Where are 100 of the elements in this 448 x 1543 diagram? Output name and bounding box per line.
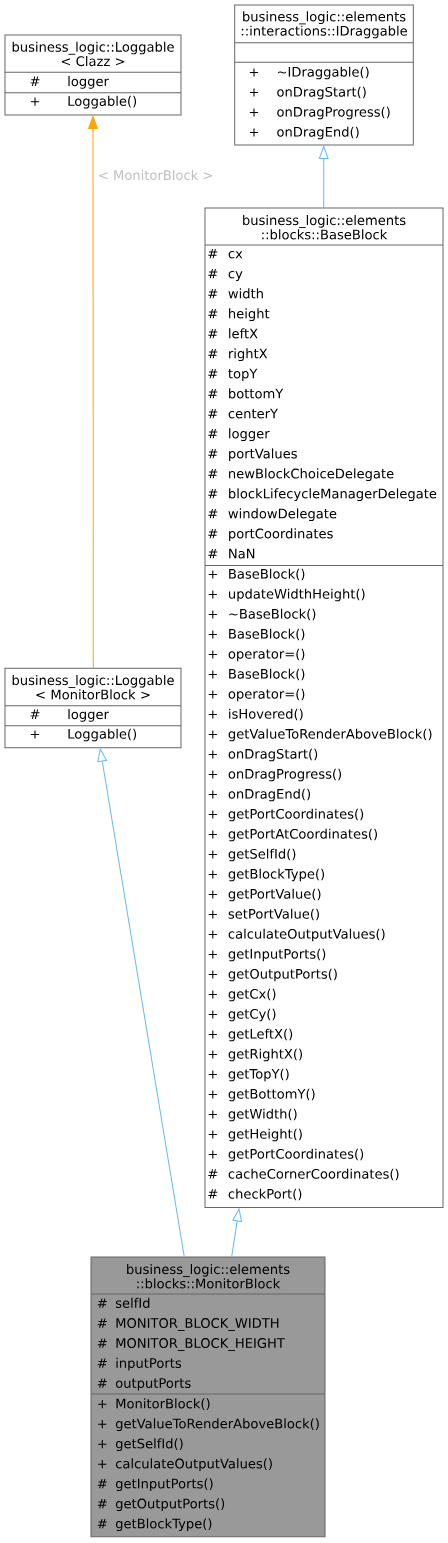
method-name: cacheCornerCoordinates() bbox=[228, 1168, 399, 1181]
method-name: getBlockType() bbox=[115, 1518, 212, 1532]
attribute-name: MONITOR_BLOCK_WIDTH bbox=[116, 1318, 279, 1331]
attribute-name: logger bbox=[229, 428, 270, 442]
method-name: ~BaseBlock() bbox=[229, 608, 316, 621]
visibility-symbol: # bbox=[97, 1518, 107, 1529]
visibility-symbol: # bbox=[208, 428, 218, 439]
visibility-symbol: + bbox=[208, 1050, 217, 1059]
attribute-name: height bbox=[229, 308, 270, 322]
attribute-name: NaN bbox=[229, 548, 255, 559]
class-box bbox=[204, 207, 444, 1208]
visibility-symbol: # bbox=[97, 1478, 107, 1489]
method-name: onDragStart() bbox=[228, 748, 318, 762]
visibility-symbol: + bbox=[98, 1440, 107, 1449]
visibility-symbol: + bbox=[208, 710, 217, 719]
attribute-name: portCoordinates bbox=[229, 528, 333, 542]
visibility-symbol: # bbox=[97, 1338, 107, 1348]
method-name: calculateOutputValues() bbox=[115, 1458, 272, 1472]
attribute-name: leftX bbox=[229, 328, 258, 339]
class-name: business_logic::Loggable < Clazz > bbox=[12, 41, 174, 67]
visibility-symbol: # bbox=[208, 1169, 218, 1179]
method-name: onDragProgress() bbox=[277, 106, 390, 120]
attribute-name: centerY bbox=[228, 408, 279, 419]
method-name: getTopY() bbox=[228, 1068, 289, 1082]
visibility-symbol: + bbox=[249, 68, 259, 77]
attribute-name: cy bbox=[228, 270, 243, 282]
visibility-symbol: # bbox=[97, 1378, 107, 1388]
visibility-symbol: + bbox=[208, 590, 217, 599]
method-name: getBottomY() bbox=[228, 1088, 315, 1102]
arrow bbox=[318, 146, 329, 209]
attribute-name: windowDelegate bbox=[228, 508, 337, 522]
visibility-symbol: + bbox=[249, 128, 259, 137]
class-name: business_logic::elements ::blocks::BaseBlock bbox=[243, 215, 406, 240]
method-name: getOutputPorts() bbox=[115, 1498, 225, 1512]
method-name: getInputPorts() bbox=[228, 948, 326, 962]
method-name: onDragEnd() bbox=[277, 126, 359, 140]
visibility-symbol: + bbox=[208, 1150, 217, 1159]
attribute-name: width bbox=[228, 288, 263, 299]
method-name: getPortValue() bbox=[228, 888, 321, 902]
visibility-symbol: # bbox=[208, 388, 218, 399]
visibility-symbol: # bbox=[208, 408, 218, 419]
attribute-name: logger bbox=[68, 76, 109, 89]
visibility-symbol: # bbox=[208, 328, 218, 339]
visibility-symbol: + bbox=[208, 990, 217, 999]
visibility-symbol: # bbox=[208, 248, 218, 259]
visibility-symbol: + bbox=[208, 610, 217, 619]
arrow bbox=[231, 1208, 243, 1258]
visibility-symbol: # bbox=[208, 288, 218, 299]
visibility-symbol: + bbox=[208, 850, 217, 859]
method-name: operator=() bbox=[228, 648, 305, 662]
method-name: checkPort() bbox=[228, 1188, 302, 1201]
visibility-symbol: + bbox=[208, 1110, 217, 1119]
visibility-symbol: + bbox=[208, 570, 217, 579]
visibility-symbol: + bbox=[208, 1090, 217, 1099]
method-name: getValueToRenderAboveBlock() bbox=[115, 1418, 319, 1432]
method-name: getOutputPorts() bbox=[228, 968, 337, 982]
visibility-symbol: + bbox=[30, 730, 40, 739]
visibility-symbol: + bbox=[98, 1460, 107, 1469]
method-name: getSelfId() bbox=[228, 848, 296, 862]
method-name: Loggable() bbox=[68, 728, 137, 742]
visibility-symbol: # bbox=[97, 1318, 107, 1328]
visibility-symbol: + bbox=[208, 930, 217, 939]
edge-label: < MonitorBlock > bbox=[99, 169, 212, 181]
visibility-symbol: # bbox=[30, 709, 40, 719]
method-name: getBlockType() bbox=[228, 868, 325, 882]
class-name: business_logic::elements ::blocks::MonitorBlock bbox=[127, 1264, 290, 1289]
visibility-symbol: # bbox=[208, 528, 218, 539]
attribute-name: MONITOR_BLOCK_HEIGHT bbox=[116, 1338, 285, 1351]
method-name: Loggable() bbox=[68, 95, 137, 109]
visibility-symbol: + bbox=[208, 1130, 217, 1139]
visibility-symbol: + bbox=[208, 890, 217, 899]
visibility-symbol: # bbox=[208, 508, 218, 519]
method-name: isHovered() bbox=[229, 708, 303, 721]
visibility-symbol: # bbox=[208, 1189, 218, 1199]
visibility-symbol: + bbox=[30, 97, 40, 106]
method-name: getPortCoordinates() bbox=[228, 1148, 364, 1162]
visibility-symbol: + bbox=[208, 970, 217, 979]
method-name: getSelfId() bbox=[115, 1438, 183, 1452]
method-name: calculateOutputValues() bbox=[228, 928, 385, 942]
method-name: ~IDraggable() bbox=[277, 66, 369, 80]
visibility-symbol: # bbox=[208, 268, 218, 279]
class-box bbox=[90, 1256, 326, 1538]
arrow bbox=[97, 748, 185, 1258]
method-name: getValueToRenderAboveBlock() bbox=[228, 728, 432, 742]
visibility-symbol: # bbox=[97, 1498, 107, 1509]
method-name: getInputPorts() bbox=[115, 1478, 213, 1492]
class-box bbox=[4, 34, 182, 116]
attribute-name: selfId bbox=[115, 1297, 150, 1308]
method-name: onDragProgress() bbox=[228, 768, 342, 782]
method-name: getHeight() bbox=[228, 1128, 302, 1142]
attribute-name: bottomY bbox=[229, 388, 284, 399]
visibility-symbol: # bbox=[208, 448, 218, 459]
visibility-symbol: # bbox=[208, 488, 218, 499]
method-name: BaseBlock() bbox=[229, 628, 305, 641]
method-name: operator=() bbox=[228, 688, 305, 702]
method-name: MonitorBlock() bbox=[116, 1398, 210, 1411]
visibility-symbol: + bbox=[208, 690, 217, 699]
method-name: getPortCoordinates() bbox=[228, 808, 364, 822]
method-name: getLeftX() bbox=[228, 1028, 293, 1042]
class-name: business_logic::elements ::interactions::IDraggable bbox=[241, 11, 407, 39]
